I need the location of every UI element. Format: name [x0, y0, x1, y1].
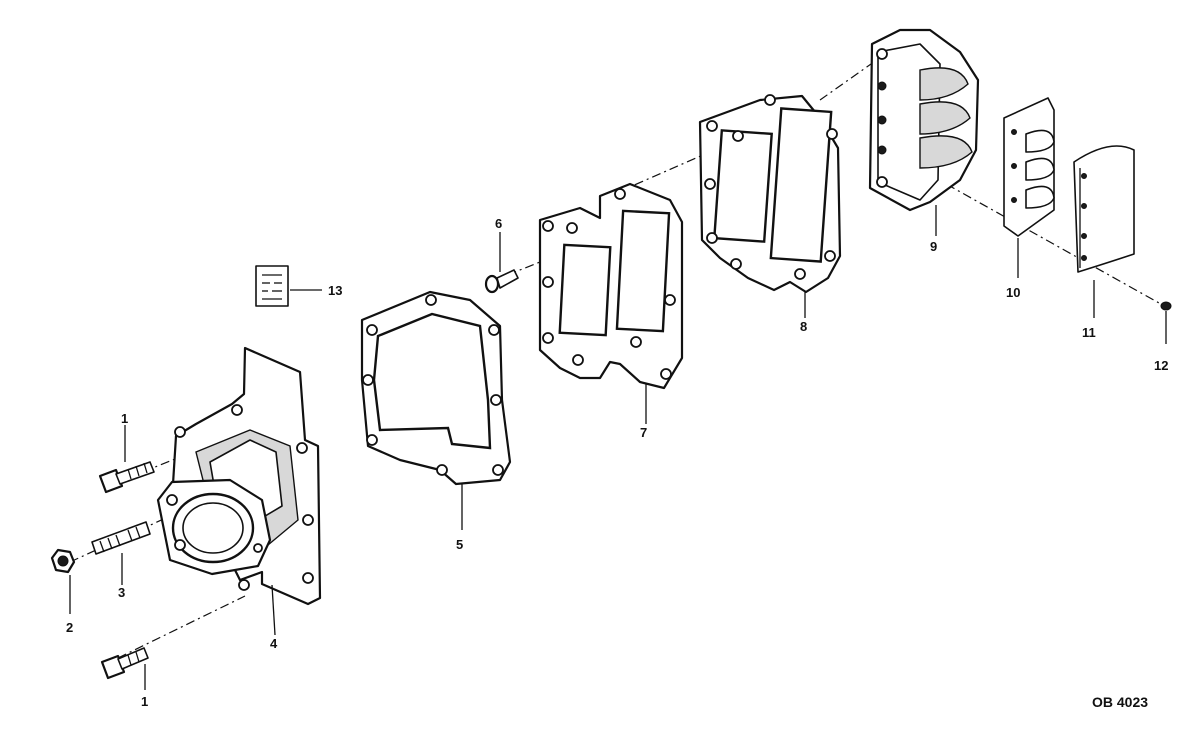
callout-labels: 1 2 3 4 1 5 6 7 8 9 10 11 12 13	[66, 216, 1168, 709]
reed-stop-part	[1073, 145, 1135, 318]
gasket-5-part	[360, 290, 512, 530]
callout-gasket-5: 5	[456, 537, 463, 552]
callout-bolt-upper: 1	[121, 411, 128, 426]
callout-decal: 13	[328, 283, 342, 298]
adaptor-part	[156, 346, 322, 636]
callout-screw-12: 12	[1154, 358, 1168, 373]
callout-bolt-lower: 1	[141, 694, 148, 709]
callout-plate-7: 7	[640, 425, 647, 440]
callout-reed-block: 9	[930, 239, 937, 254]
callout-screw-6: 6	[495, 216, 502, 231]
reed-block-part	[868, 28, 980, 236]
gasket-8-part	[698, 94, 842, 318]
callout-stud: 3	[118, 585, 125, 600]
callout-reed-petal: 10	[1006, 285, 1020, 300]
callout-adaptor: 4	[270, 636, 278, 651]
stud-part	[91, 521, 151, 585]
screw-12-part	[1160, 301, 1172, 344]
plate-7-part	[538, 182, 684, 424]
bolt-upper-part	[98, 425, 155, 494]
screw-6-part	[484, 232, 519, 294]
callout-gasket-8: 8	[800, 319, 807, 334]
decal-part	[255, 265, 322, 307]
nut-part	[50, 548, 76, 614]
callout-reed-stop: 11	[1082, 325, 1096, 340]
callout-nut: 2	[66, 620, 73, 635]
reed-petal-part	[1003, 97, 1055, 278]
bolt-lower-part	[100, 647, 149, 690]
figure-code: OB 4023	[1092, 694, 1148, 710]
